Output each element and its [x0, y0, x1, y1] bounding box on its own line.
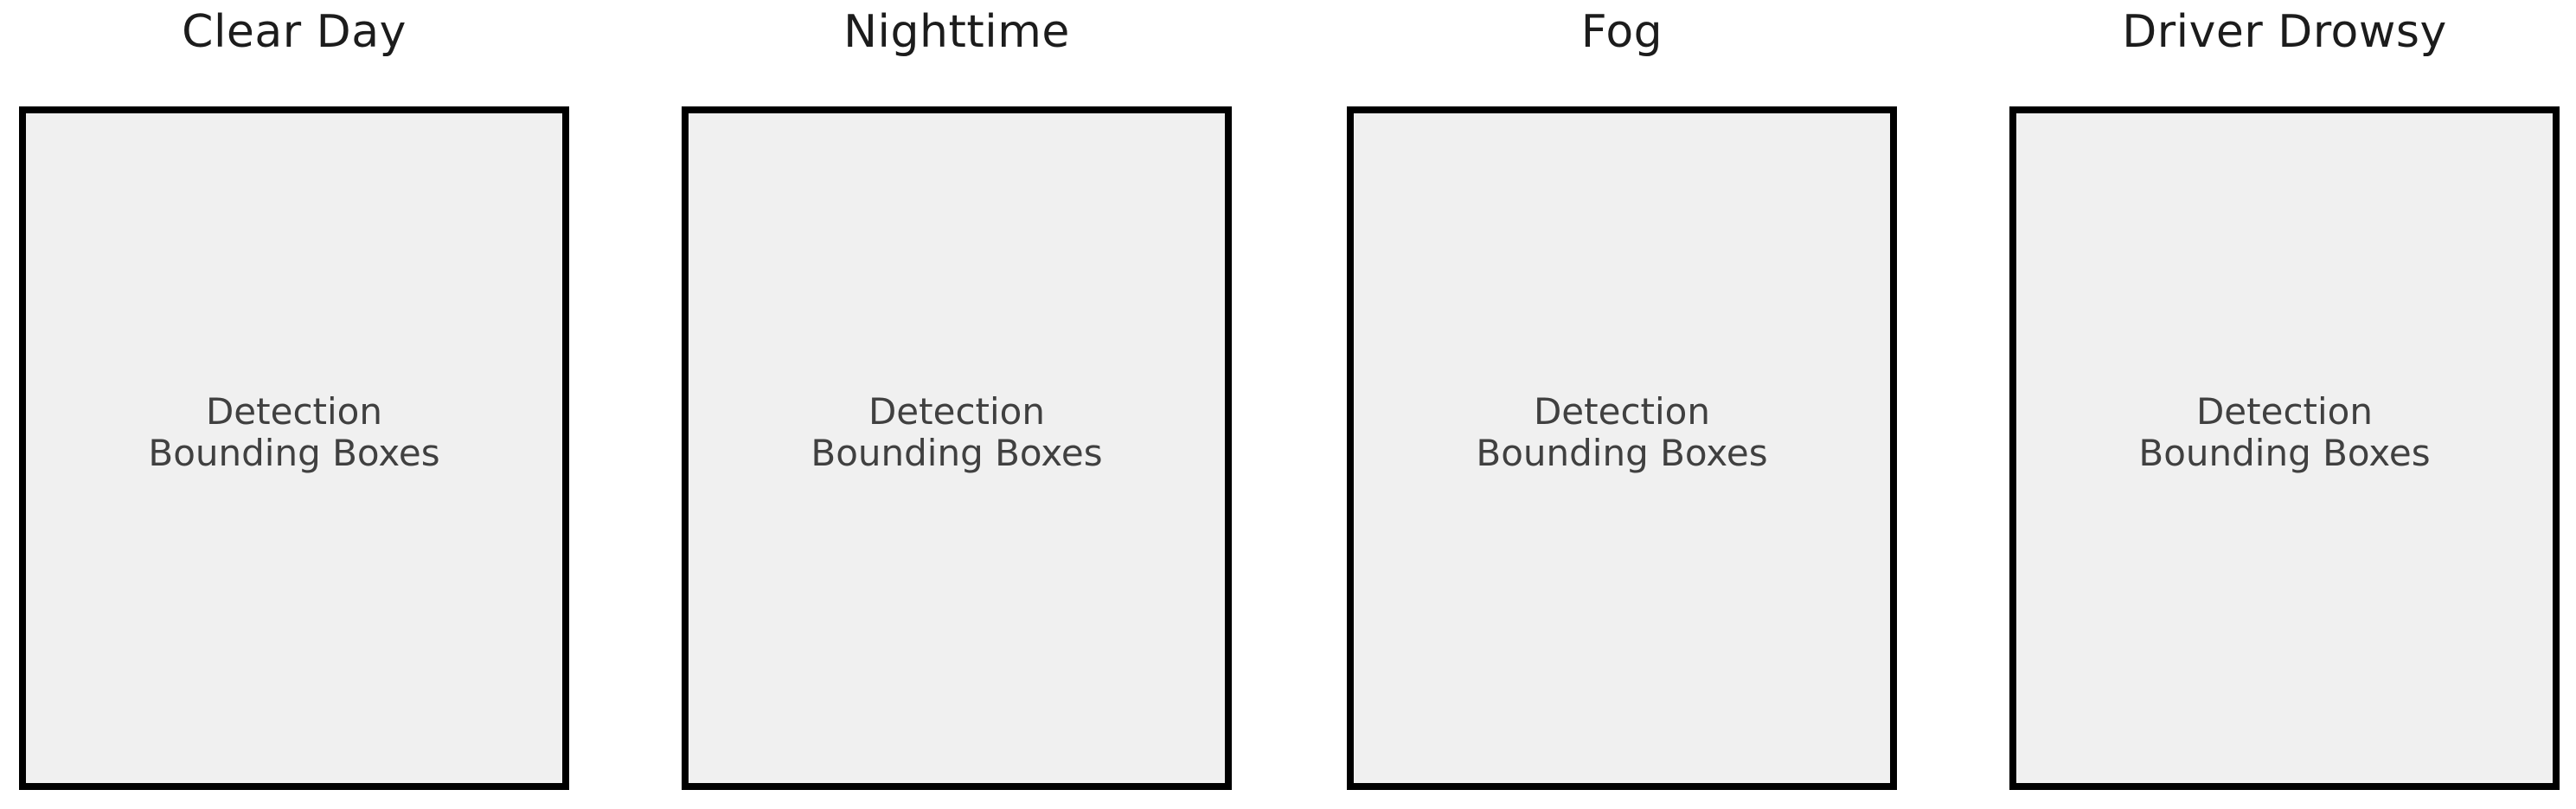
label-line: Detection	[205, 389, 383, 433]
detection-bounding-box: Detection Bounding Boxes	[682, 106, 1232, 790]
label-line: Bounding Boxes	[2138, 432, 2431, 474]
label-line: Bounding Boxes	[1476, 432, 1768, 474]
detection-bounding-box: Detection Bounding Boxes	[1347, 106, 1897, 790]
panel-title: Clear Day	[182, 6, 407, 58]
panel-fog: Fog Detection Bounding Boxes	[1347, 0, 1897, 809]
panel-clear-day: Clear Day Detection Bounding Boxes	[19, 0, 569, 809]
label-line: Detection	[1533, 389, 1711, 433]
panel-title: Fog	[1580, 6, 1663, 58]
panel-title: Nighttime	[843, 6, 1070, 58]
panel-nighttime: Nighttime Detection Bounding Boxes	[682, 0, 1232, 809]
detection-box-label: Detection Bounding Boxes	[1476, 389, 1768, 475]
label-line: Bounding Boxes	[148, 432, 440, 474]
detection-box-label: Detection Bounding Boxes	[2138, 389, 2431, 475]
label-line: Bounding Boxes	[811, 432, 1103, 474]
detection-bounding-box: Detection Bounding Boxes	[2009, 106, 2560, 790]
detection-bounding-box: Detection Bounding Boxes	[19, 106, 569, 790]
detection-box-label: Detection Bounding Boxes	[811, 389, 1103, 475]
label-line: Detection	[2195, 389, 2374, 433]
detection-box-label: Detection Bounding Boxes	[148, 389, 440, 475]
panel-title: Driver Drowsy	[2122, 6, 2447, 58]
label-line: Detection	[868, 389, 1046, 433]
panel-driver-drowsy: Driver Drowsy Detection Bounding Boxes	[2009, 0, 2560, 809]
